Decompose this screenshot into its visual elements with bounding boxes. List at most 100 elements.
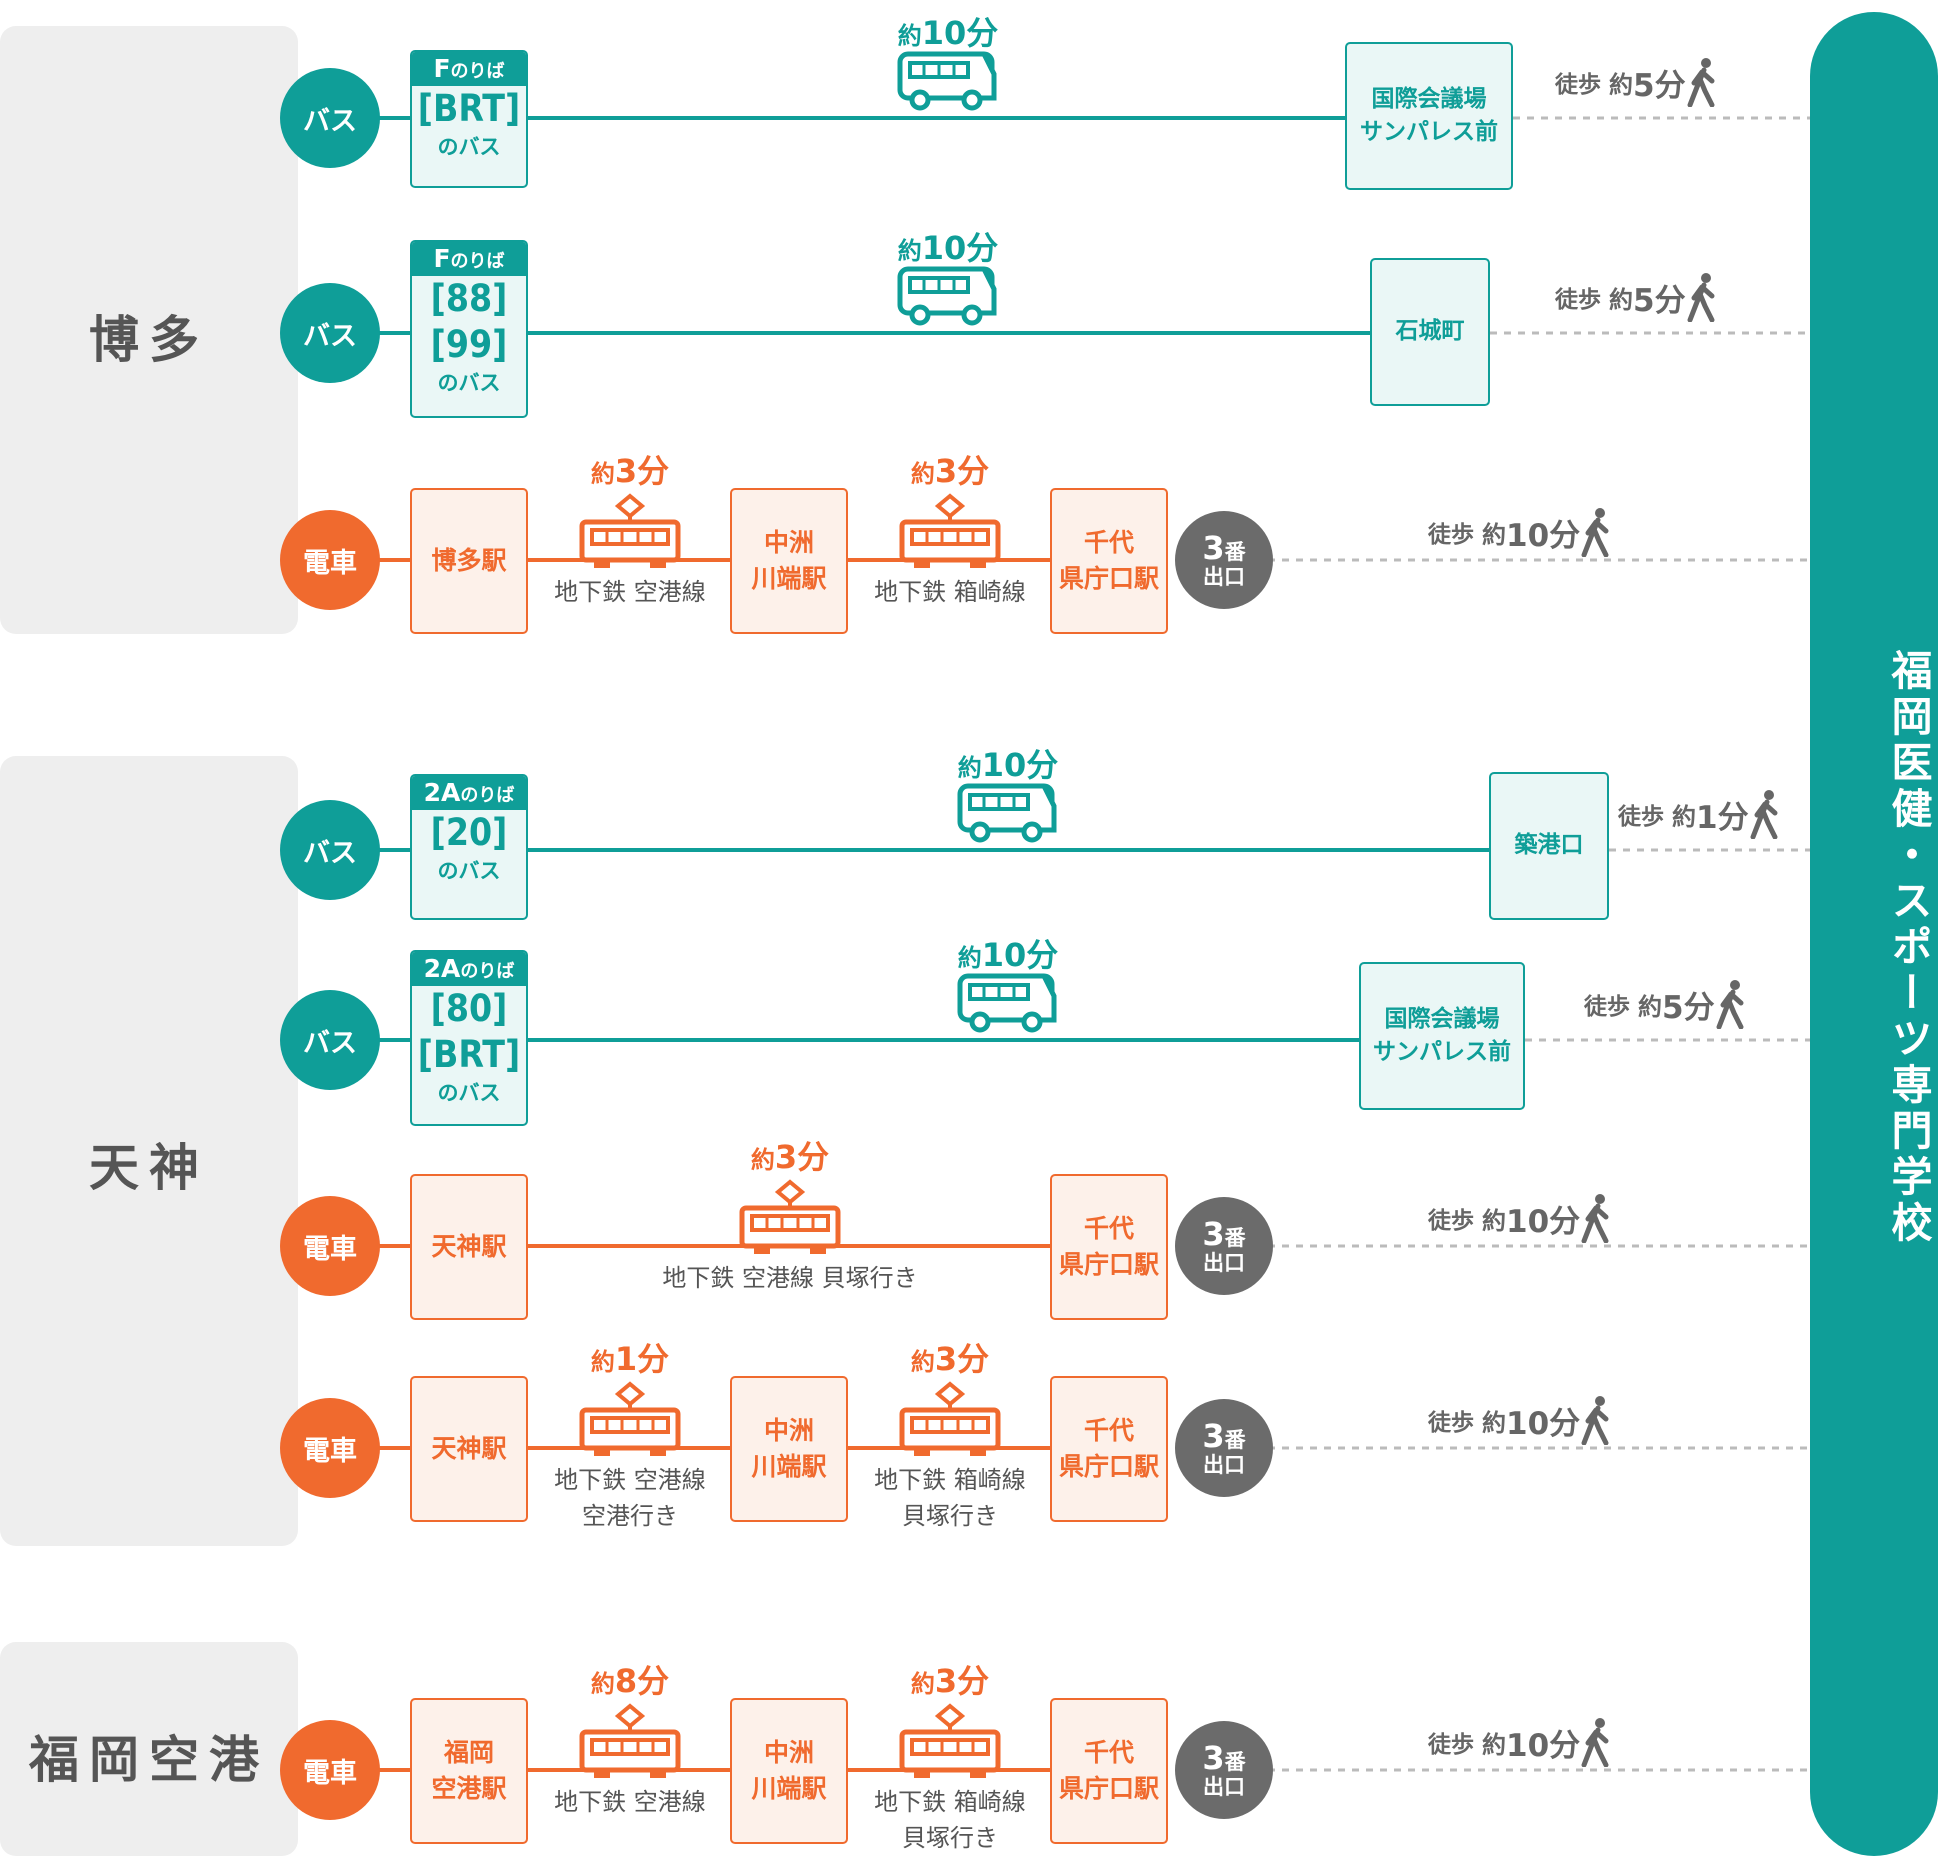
station-name: 中洲 (763, 1415, 814, 1445)
destination-bar (1810, 12, 1938, 1856)
bus-line-number: [99] (430, 323, 508, 366)
exit-suffix: 番 (1224, 1226, 1246, 1251)
walk-prefix: 約 (1672, 802, 1696, 831)
origin-name: 福岡空港 (29, 1731, 269, 1789)
exit-text: 出口 (1203, 1774, 1245, 1799)
time-prefix: 約 (957, 944, 982, 972)
exit-text: 出口 (1203, 564, 1245, 589)
line-name: 地下鉄 箱崎線 (874, 578, 1026, 606)
station-box: 博多駅 (410, 488, 528, 634)
bus-icon (957, 783, 1057, 843)
line-name: 地下鉄 箱崎線 (874, 1466, 1026, 1494)
arrival-stop-name: 国際会議場 (1384, 1005, 1500, 1032)
arrival-stop-box: 石城町 (1370, 258, 1490, 406)
time-prefix: 約 (910, 1670, 935, 1698)
bus-line-number: [BRT] (417, 1033, 521, 1076)
time-prefix: 約 (897, 22, 922, 50)
line-name: 地下鉄 空港線 (554, 578, 706, 606)
station-box: 千代県庁口駅 (1050, 1174, 1168, 1320)
travel-time: 約10分 (928, 930, 1088, 976)
walk-value: 10分 (1506, 517, 1581, 554)
arrival-stop-name: サンパレス前 (1373, 1039, 1511, 1065)
walking-person-icon (1687, 273, 1715, 322)
station-name: 天神駅 (431, 1231, 507, 1261)
train-icon (579, 493, 681, 568)
station-box: 中洲川端駅 (730, 1698, 848, 1844)
exit-num: 3 (1202, 1215, 1225, 1254)
arrival-stop-name: 築港口 (1514, 832, 1584, 859)
time-prefix: 約 (910, 1348, 935, 1376)
line-name: 地下鉄 空港線 (554, 1788, 706, 1816)
exit-suffix: 番 (1224, 1428, 1246, 1453)
time-value: 8分 (614, 1662, 670, 1700)
subway-line-label: 地下鉄 箱崎線貝塚行き (820, 1462, 1080, 1534)
bus-stop-number: 2Aのりば (412, 952, 526, 986)
arrival-stop-name: 石城町 (1395, 318, 1465, 345)
subway-line-label: 地下鉄 箱崎線貝塚行き (820, 1784, 1080, 1856)
walk-label: 徒歩 (1555, 72, 1601, 98)
walking-person-icon (1581, 1396, 1609, 1445)
walking-person-icon (1581, 508, 1609, 557)
exit-num: 3 (1202, 529, 1225, 568)
station-box: 中洲川端駅 (730, 488, 848, 634)
subway-line-label: 地下鉄 空港線 貝塚行き (660, 1260, 920, 1296)
bus-line-number: [BRT] (417, 87, 521, 130)
station-name: 川端駅 (751, 1774, 827, 1803)
exit-text: 出口 (1203, 1452, 1245, 1477)
travel-time: 約3分 (870, 446, 1030, 492)
stop-suffix: のりば (460, 785, 515, 806)
station-box: 天神駅 (410, 1174, 528, 1320)
walk-label: 徒歩 (1428, 1732, 1474, 1758)
train-mode-badge: 電車 (280, 1196, 380, 1296)
time-prefix: 約 (750, 1146, 775, 1174)
station-box: 千代県庁口駅 (1050, 488, 1168, 634)
origin-panel (0, 26, 298, 634)
line-name: 貝塚行き (902, 1824, 998, 1852)
station-box: 天神駅 (410, 1376, 528, 1522)
subway-line-label: 地下鉄 箱崎線 (820, 574, 1080, 610)
bus-line-number: [88] (430, 277, 508, 320)
station-exit-badge: 3番出口 (1175, 511, 1273, 609)
exit-number: 3番 (1202, 1741, 1245, 1776)
station-exit-badge: 3番出口 (1175, 1721, 1273, 1819)
time-prefix: 約 (910, 460, 935, 488)
origin-panel (0, 756, 298, 1546)
station-name: 福岡 (443, 1737, 494, 1767)
train-mode-badge: 電車 (280, 1398, 380, 1498)
bus-stop-tail: のバス (437, 859, 501, 883)
bus-stop-tail: のバス (437, 135, 501, 159)
exit-text: 出口 (1203, 1250, 1245, 1275)
bus-stop-box: 2Aのりば[80][BRT]のバス (410, 950, 528, 1126)
line-name: 地下鉄 箱崎線 (874, 1788, 1026, 1816)
station-name: 千代 (1083, 1737, 1134, 1767)
travel-time: 約10分 (928, 740, 1088, 786)
station-name: 県庁口駅 (1058, 564, 1159, 593)
stop-suffix: のりば (450, 61, 505, 82)
station-box: 福岡空港駅 (410, 1698, 528, 1844)
stop-id: F (433, 244, 451, 273)
exit-num: 3 (1202, 1417, 1225, 1456)
bus-stop-tail: のバス (437, 371, 501, 395)
station-name: 中洲 (763, 1737, 814, 1767)
walk-value: 10分 (1506, 1405, 1581, 1442)
walking-person-icon (1687, 58, 1715, 107)
station-name: 天神駅 (431, 1433, 507, 1463)
walk-value: 5分 (1662, 989, 1715, 1026)
exit-number: 3番 (1202, 529, 1245, 568)
line-name: 地下鉄 空港線 貝塚行き (662, 1264, 918, 1292)
station-name: 県庁口駅 (1058, 1250, 1159, 1279)
stop-id: 2A (423, 954, 461, 983)
bus-stop-box: Fのりば[88][99]のバス (410, 240, 528, 418)
time-prefix: 約 (897, 237, 922, 265)
travel-time: 約10分 (868, 223, 1028, 269)
train-icon (899, 1381, 1001, 1456)
line-name: 貝塚行き (902, 1502, 998, 1530)
time-prefix: 約 (957, 754, 982, 782)
